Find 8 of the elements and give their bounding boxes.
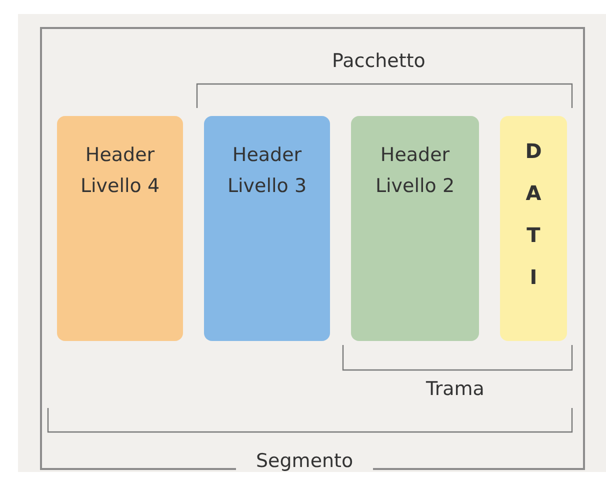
- bracket-label: Trama: [426, 378, 484, 400]
- frame-box: [40, 27, 585, 470]
- bracket-label: Pacchetto: [332, 50, 426, 72]
- layer-box: Header Livello 4: [57, 116, 183, 341]
- layer-box: Header Livello 2: [351, 116, 479, 341]
- layer-box: D A T I: [500, 116, 567, 341]
- bracket-label: Segmento: [236, 450, 374, 472]
- layer-box: Header Livello 3: [204, 116, 330, 341]
